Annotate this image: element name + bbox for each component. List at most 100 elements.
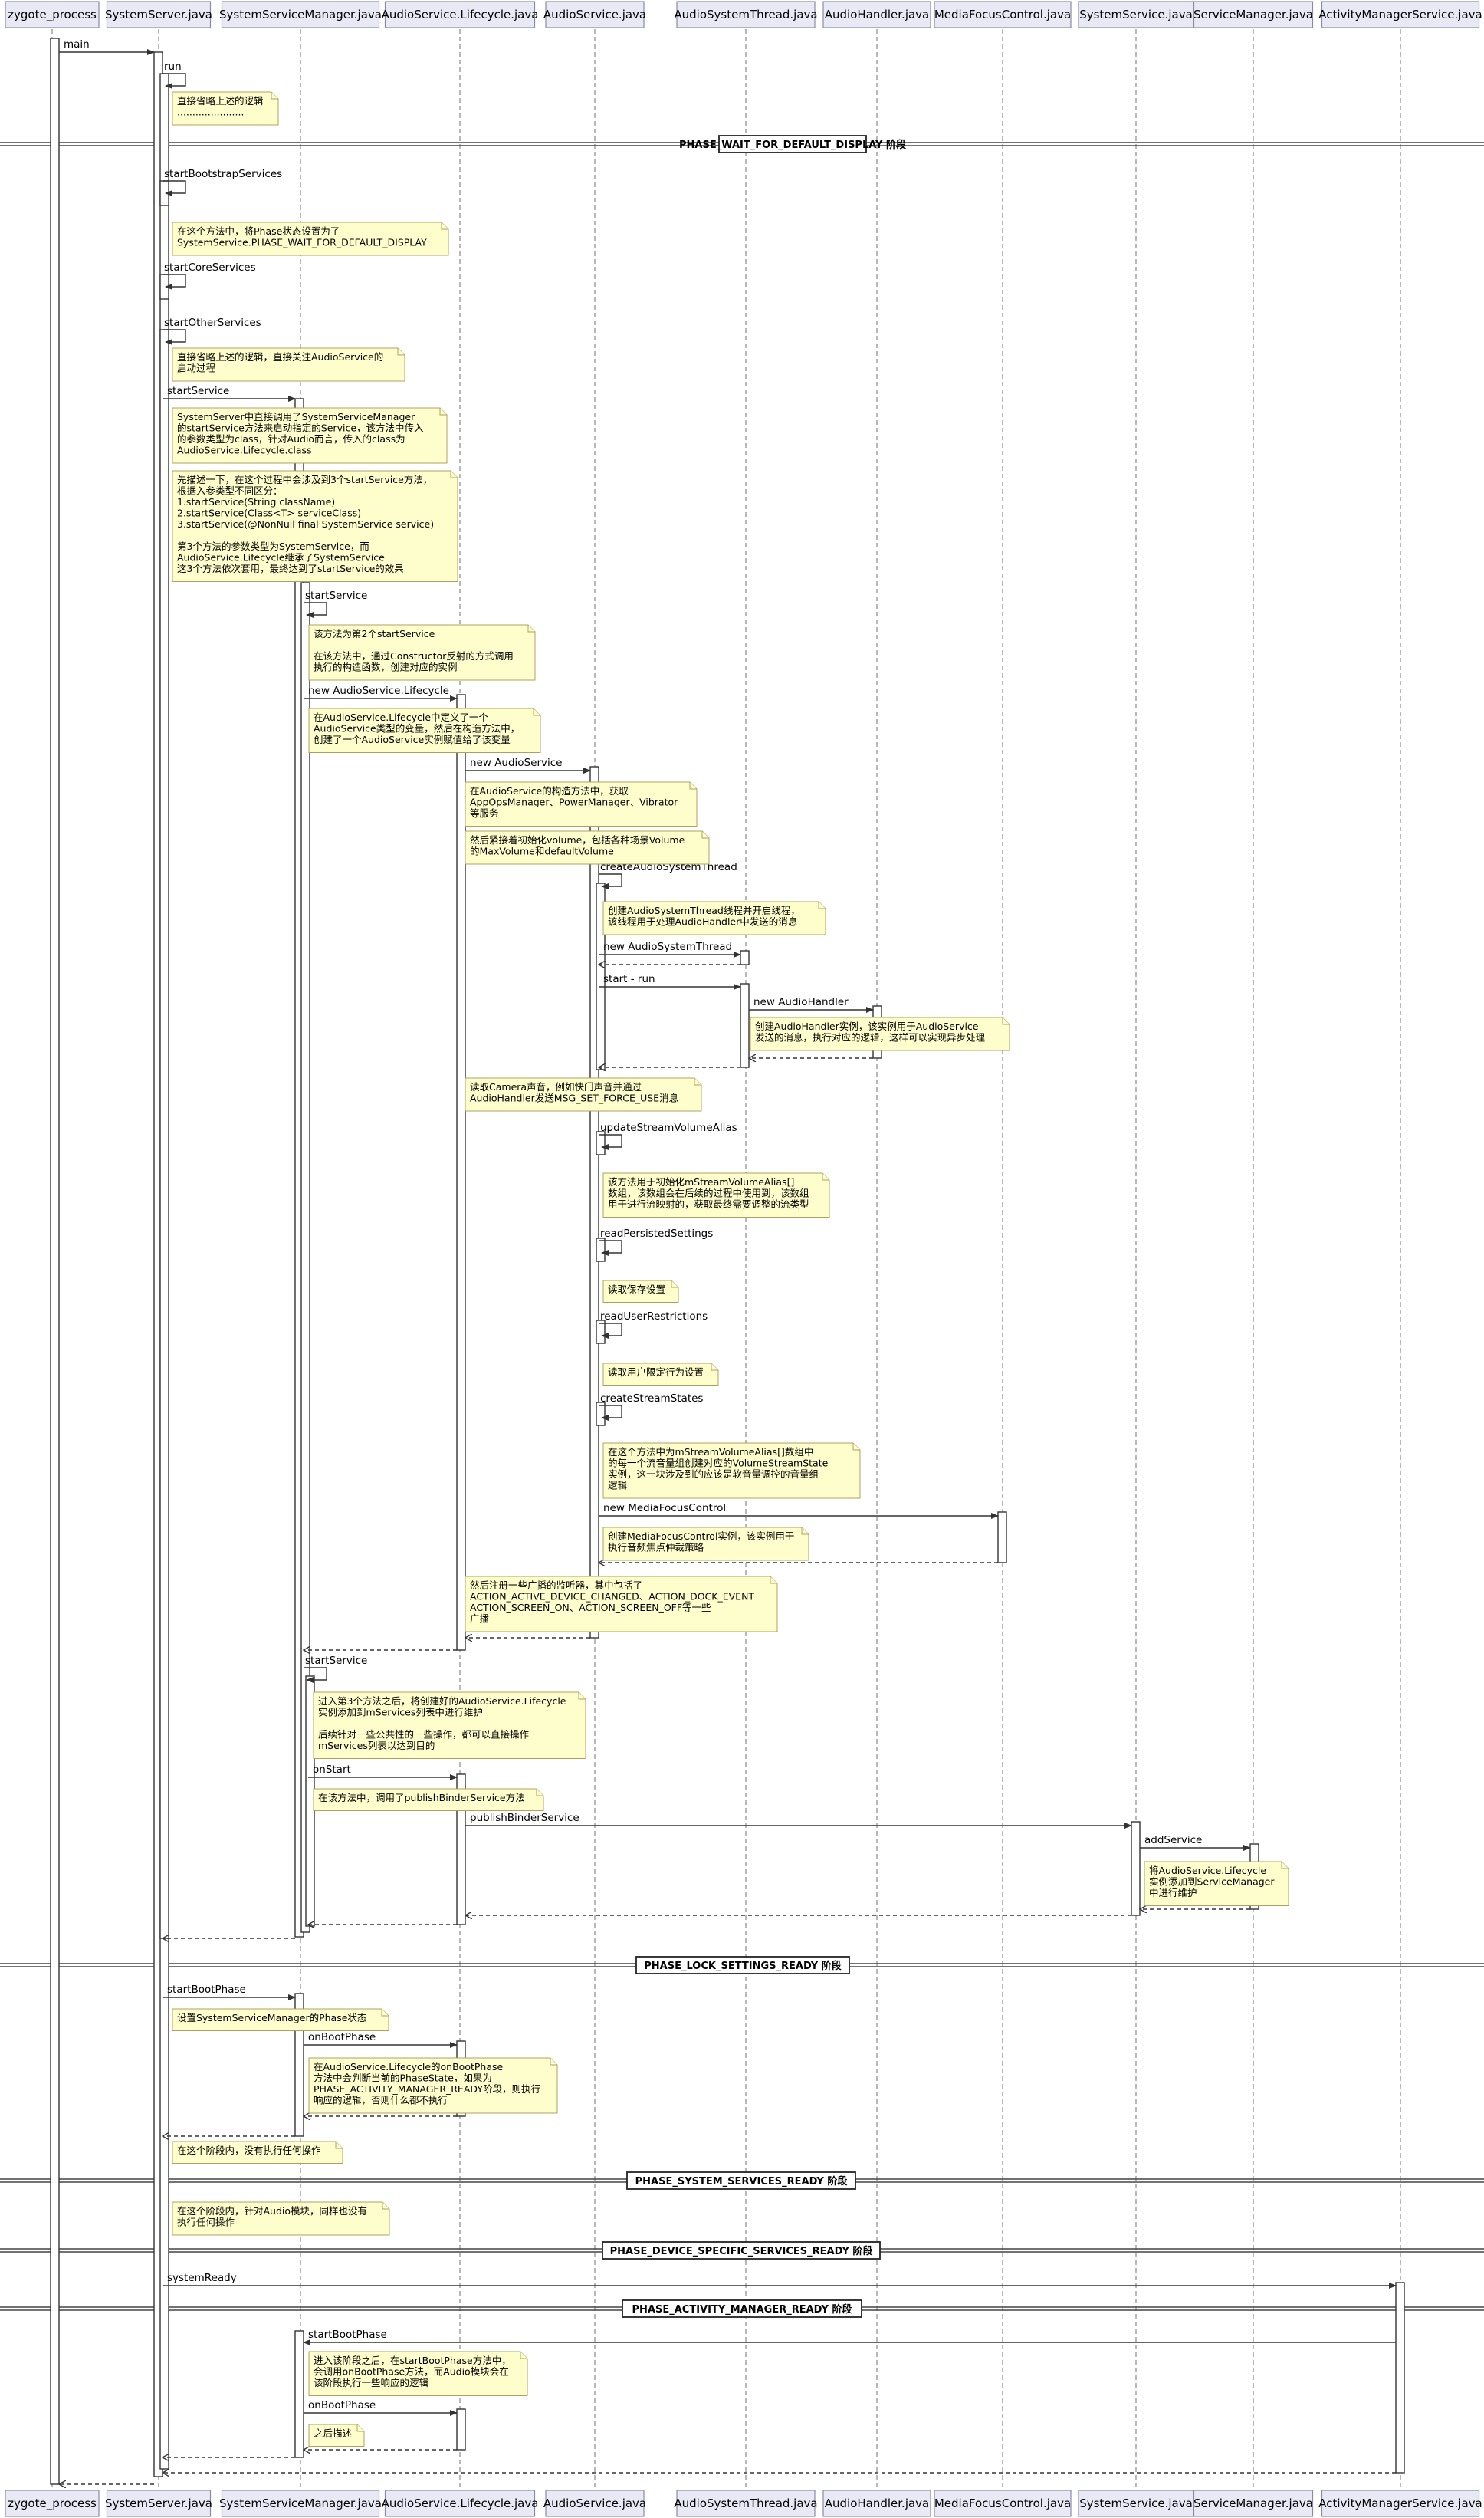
participant-sm-bottom: ServiceManager.java — [1193, 2490, 1314, 2517]
activation-bar — [1131, 1821, 1141, 1916]
note-fold — [536, 1789, 543, 1796]
activation-bar — [997, 1511, 1007, 1563]
note-line: 该方法用于初始化mStreamVolumeAlias[] — [608, 1176, 794, 1188]
message-onbootphase: onBootPhase — [304, 2399, 458, 2416]
note-box — [172, 2201, 390, 2236]
note-box — [465, 1576, 778, 1632]
note-line: mServices列表以达到目的 — [318, 1740, 435, 1751]
message-addservice: addService — [1140, 1834, 1251, 1851]
self-call-arrow — [599, 1405, 622, 1421]
note-box — [602, 1527, 809, 1561]
self-call-arrow — [163, 329, 186, 345]
activation-bar — [456, 1773, 466, 1925]
message-new-audioservice-lifecycle: new AudioService.Lifecycle — [304, 685, 458, 702]
note-line: 执行音频焦点仲裁策略 — [608, 1542, 704, 1553]
participant-ams-top: ActivityManagerService.java — [1318, 1, 1482, 28]
activation-bar — [294, 2330, 304, 2458]
participant-label: SystemServer.java — [105, 2497, 212, 2510]
phase-label-box — [626, 2171, 856, 2190]
note-box — [172, 91, 279, 126]
note-line: 进入该阶段之后，在startBootPhase方法中， — [314, 2355, 511, 2366]
message-startbootphase: startBootPhase — [163, 1984, 296, 2000]
message-new-audiosystemthread: new AudioSystemThread — [599, 941, 741, 958]
message-run: run — [163, 61, 186, 89]
note-11: 创建AudioHandler实例，该实例用于AudioService发送的消息，… — [750, 1017, 1010, 1051]
note-fold — [533, 708, 540, 716]
participant-ah-bottom: AudioHandler.java — [822, 2490, 931, 2517]
note-box — [602, 1280, 679, 1303]
phase-label-box — [602, 2241, 881, 2260]
self-call-arrow — [599, 1323, 622, 1339]
note-line: ACTION_ACTIVE_DEVICE_CHANGED、ACTION_DOCK… — [470, 1591, 754, 1603]
activation-bar — [159, 329, 169, 1939]
activation-bar — [596, 1238, 606, 1262]
note-19: 进入第3个方法之后，将创建好的AudioService.Lifecycle实例添… — [313, 1691, 586, 1759]
note-box — [465, 1077, 702, 1112]
message-label: systemReady — [167, 2272, 237, 2284]
note-line: 在AudioService.Lifecycle的onBootPhase — [314, 2061, 504, 2073]
note-line: 会调用onBootPhase方法，而Audio模块会在 — [314, 2366, 509, 2378]
activation-bar — [740, 983, 750, 1068]
note-line: 广播 — [470, 1613, 490, 1625]
note-line: 在这个阶段内，没有执行任何操作 — [177, 2145, 321, 2156]
note-fold — [450, 471, 458, 478]
note-fold — [397, 348, 405, 356]
note-box — [172, 470, 458, 582]
note-line: 实例添加到mServices列表中进行维护 — [318, 1707, 483, 1718]
participant-mfc-bottom: MediaFocusControl.java — [934, 2490, 1072, 2517]
self-call-arrow — [304, 602, 327, 618]
note-9: 然后紧接着初始化volume，包括各种场景Volume的MaxVolume和de… — [465, 830, 710, 865]
activation-bar — [294, 1993, 304, 2137]
note-16: 在这个方法中为mStreamVolumeAlias[]数组中的每一个流音量组创建… — [602, 1442, 861, 1499]
message-systemready: systemReady — [163, 2272, 1397, 2289]
note-line: 在该方法中，通过Constructor反射的方式调用 — [314, 650, 514, 662]
participant-box — [221, 1, 380, 28]
participant-ams-bottom: ActivityManagerService.java — [1318, 2490, 1482, 2517]
message-startservice: startService — [304, 590, 367, 618]
note-line: 数组，该数组会在后续的过程中使用到，该数组 — [608, 1188, 809, 1199]
participant-label: MediaFocusControl.java — [934, 8, 1071, 21]
note-fold — [271, 92, 278, 100]
participant-box — [934, 2490, 1072, 2517]
message-label: createStreamStates — [600, 1392, 703, 1405]
participant-label: zygote_process — [8, 8, 97, 22]
note-15: 读取用户限定行为设置 — [602, 1363, 719, 1386]
note-box — [172, 222, 449, 256]
note-line: 的startService方法来启动指定的Service，该方法中传入 — [177, 422, 424, 434]
message-label: onStart — [313, 1764, 351, 1776]
participant-box — [934, 1, 1072, 28]
participant-sysv-bottom: SystemService.java — [1078, 2490, 1194, 2517]
note-box — [308, 624, 536, 681]
phase-label-box — [635, 1956, 850, 1974]
participant-label: AudioHandler.java — [825, 8, 930, 21]
note-line: 直接省略上述的逻辑 — [177, 95, 264, 107]
participant-box — [822, 1, 931, 28]
participant-box — [5, 1, 100, 28]
message-label: onBootPhase — [308, 2031, 376, 2043]
note-box — [172, 2141, 343, 2164]
note-line: 创建了一个AudioService实例赋值给了该变量 — [314, 734, 511, 745]
note-26: 进入该阶段之后，在startBootPhase方法中，会调用onBootPhas… — [308, 2351, 528, 2396]
phase-divider-5: PHASE_ACTIVITY_MANAGER_READY 阶段 — [0, 2299, 1484, 2318]
note-fold — [382, 2202, 389, 2210]
note-fold — [701, 831, 709, 839]
message-label: new AudioSystemThread — [603, 941, 732, 953]
activation-bar — [596, 1320, 606, 1344]
note-line: 在该方法中，调用了publishBinderService方法 — [318, 1792, 525, 1803]
note-box — [172, 2008, 389, 2031]
note-line: AppOpsManager、PowerManager、Vibrator — [470, 797, 678, 808]
activation-bar — [1395, 2282, 1405, 2474]
note-27: 之后描述 — [308, 2424, 365, 2447]
note-line: PHASE_ACTIVITY_MANAGER_READY阶段，则执行 — [314, 2083, 540, 2095]
participant-box — [822, 2490, 931, 2517]
note-line: 将AudioService.Lifecycle — [1149, 1865, 1266, 1876]
message-startservice: startService — [163, 385, 296, 402]
participant-ast-bottom: AudioSystemThread.java — [674, 2490, 818, 2517]
participant-as-bottom: AudioService.java — [543, 2490, 646, 2517]
note-1: 直接省略上述的逻辑...................... — [172, 91, 279, 126]
message-label: readPersistedSettings — [600, 1228, 713, 1240]
message-label: publishBinderService — [470, 1812, 579, 1824]
